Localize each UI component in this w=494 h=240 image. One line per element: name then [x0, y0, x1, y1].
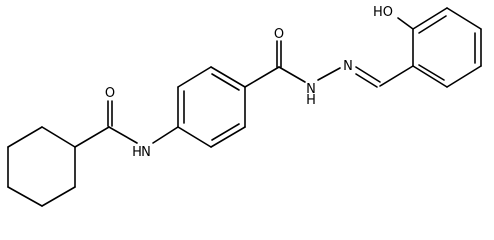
amide-nitrogen-label: N: [141, 145, 151, 160]
benzene-ring-central: [177, 66, 246, 148]
carbonyl-oxygen-left-label: O: [105, 86, 115, 101]
phenol-ring: [397, 7, 482, 88]
carbonyl-oxygen-right-label: O: [274, 27, 284, 42]
amide-hydrogen-label: H: [132, 145, 142, 160]
hydrazide-hydrogen-label: H: [306, 93, 316, 108]
chemical-structure: O N H O N H N HO: [7, 5, 482, 207]
cyclohexane-ring: [7, 126, 76, 207]
cyclohexanecarbonyl-amide-bonds: [74, 100, 179, 148]
hydroxyl-group-label: HO: [373, 5, 393, 20]
hydrazone-linker-bonds: [244, 40, 414, 88]
imine-nitrogen-label: N: [343, 59, 353, 74]
hydrazide-nitrogen-label: N: [306, 82, 316, 97]
